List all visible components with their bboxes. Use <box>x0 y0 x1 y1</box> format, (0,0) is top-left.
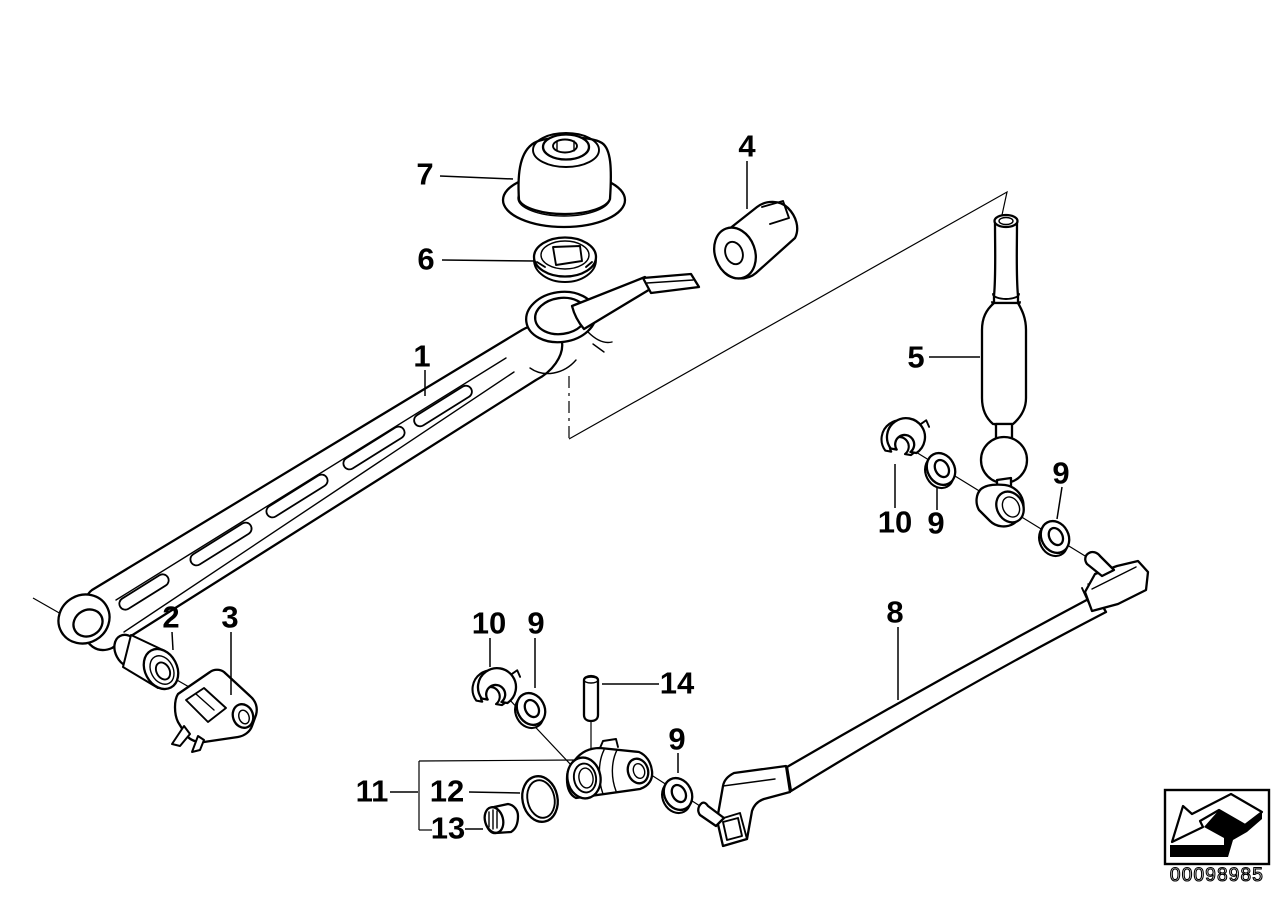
part-label-10a[interactable]: 10 <box>878 505 912 540</box>
leader-line-12 <box>468 791 521 794</box>
part-1-shift-lever <box>57 272 701 652</box>
part-3-bracket <box>171 668 258 753</box>
part-label-9a[interactable]: 9 <box>927 506 944 541</box>
part-2-bushing <box>113 633 180 691</box>
part-label-2[interactable]: 2 <box>162 600 179 635</box>
part-label-7[interactable]: 7 <box>416 157 433 192</box>
leader-line-7 <box>439 175 514 180</box>
leader-line-6 <box>441 259 535 262</box>
part-4-stop-damper <box>713 200 799 280</box>
part-13-plug <box>483 802 520 835</box>
reference-line-1 <box>568 190 1008 440</box>
part-illustrations <box>57 132 1150 848</box>
part-label-10b[interactable]: 10 <box>472 606 506 641</box>
part-label-8[interactable]: 8 <box>886 595 903 630</box>
part-9-washer-b <box>1038 519 1071 558</box>
diagram-number: 00098985 <box>1170 865 1264 886</box>
part-label-1[interactable]: 1 <box>413 339 430 374</box>
part-6-bearing-insert <box>532 236 598 283</box>
part-label-12[interactable]: 12 <box>430 774 464 809</box>
leader-line-2 <box>171 631 174 651</box>
part-label-11[interactable]: 11 <box>356 774 389 809</box>
part-label-9c[interactable]: 9 <box>527 606 544 641</box>
part-label-5[interactable]: 5 <box>907 340 924 375</box>
part-label-3[interactable]: 3 <box>221 600 238 635</box>
part-10-securing-clip-right <box>880 417 931 457</box>
part-label-4[interactable]: 4 <box>738 129 756 164</box>
reference-line-8 <box>418 759 576 762</box>
part-9-washer-c <box>514 691 547 730</box>
part-label-13[interactable]: 13 <box>431 811 465 846</box>
part-10-securing-clip-center <box>471 667 522 707</box>
part-label-9b[interactable]: 9 <box>1052 456 1069 491</box>
part-9-washer-a <box>924 451 957 490</box>
part-label-9d[interactable]: 9 <box>668 722 685 757</box>
part-8-selector-rod-long <box>697 550 1150 848</box>
leader-line-9b <box>1056 486 1063 520</box>
part-9-washer-d <box>661 776 694 815</box>
direction-arrow-icon <box>1170 792 1264 857</box>
part-label-6[interactable]: 6 <box>417 242 434 277</box>
part-label-14[interactable]: 14 <box>660 666 695 701</box>
part-11-joint-coupling <box>565 738 654 800</box>
part-5-selector-rod <box>975 213 1029 528</box>
footer-plate: 00098985 <box>1163 788 1271 887</box>
part-12-ring <box>521 775 559 823</box>
part-14-dowel-pin <box>582 674 600 723</box>
part-7-bearing-dome <box>501 132 627 229</box>
